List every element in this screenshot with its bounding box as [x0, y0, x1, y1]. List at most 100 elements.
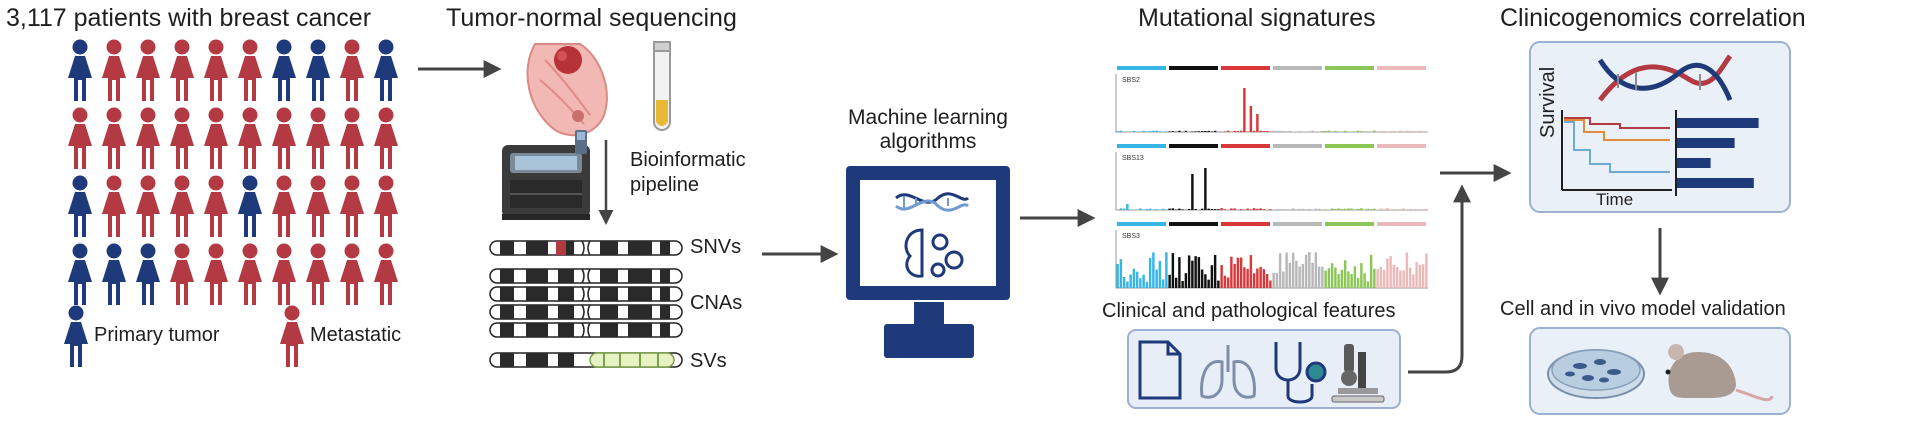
signature-bar [1386, 208, 1389, 210]
signature-bar [1184, 273, 1188, 288]
signature-bar [1194, 131, 1197, 132]
primary-tumor-patient-icon [68, 243, 92, 305]
signature-bar [1239, 209, 1243, 210]
signature-bar [1269, 209, 1272, 210]
signature-bar [1200, 208, 1204, 210]
signature-bar [1298, 131, 1301, 132]
signature-bar [1337, 273, 1340, 288]
signature-bar [1246, 208, 1249, 210]
signature-bar [1181, 209, 1184, 210]
signature-bar [1340, 131, 1344, 132]
signature-bar [1256, 268, 1259, 288]
metastatic-legend-icon [280, 305, 304, 367]
signature-panel-label: SBS3 [1122, 233, 1140, 240]
signature-bar [1148, 208, 1152, 210]
signature-bar [1139, 208, 1142, 210]
sv-chromosome [489, 352, 683, 368]
mutation-class-bar [1117, 144, 1166, 148]
metastatic-patient-icon [340, 107, 364, 169]
signature-bar [1425, 208, 1428, 210]
signature-bar [1314, 131, 1318, 132]
signature-bar [1259, 208, 1262, 210]
metastatic-patient-icon [374, 175, 398, 237]
signature-bar [1178, 257, 1181, 288]
signature-bar [1321, 266, 1324, 288]
signature-bar [1314, 252, 1318, 288]
brain-gears-icon [904, 228, 964, 278]
signature-bar [1272, 272, 1275, 288]
signature-bar [1418, 264, 1422, 288]
signature-bar [1226, 277, 1230, 288]
signature-bar [1412, 131, 1415, 132]
cohort-grid [68, 39, 398, 305]
signature-bar [1386, 258, 1389, 288]
signature-bar [1249, 106, 1253, 132]
signature-bar [1334, 130, 1337, 132]
signature-bar [1207, 208, 1210, 210]
signature-bar [1126, 204, 1129, 210]
signature-bar [1408, 130, 1412, 132]
signature-bar [1142, 130, 1145, 132]
signature-bar [1239, 130, 1243, 132]
signature-bar [1327, 130, 1331, 132]
validation-box [1529, 327, 1791, 415]
signature-bar [1256, 208, 1259, 210]
signature-bar [1324, 270, 1327, 288]
metastatic-patient-icon [238, 243, 262, 305]
metastatic-patient-icon [204, 175, 228, 237]
correlation-bar [1677, 118, 1759, 128]
signature-bar [1288, 209, 1292, 210]
signature-bar [1262, 269, 1266, 288]
signature-bar [1191, 174, 1194, 210]
primary-tumor-legend-label: Primary tumor [94, 324, 220, 346]
signature-bar [1343, 260, 1347, 288]
signature-bar [1161, 279, 1165, 288]
lungs-icon [1200, 345, 1256, 399]
signature-bar [1275, 272, 1279, 288]
metastatic-patient-icon [306, 107, 330, 169]
signature-bar [1223, 209, 1227, 210]
signature-bar [1246, 131, 1249, 132]
clinicogenomics-title: Clinicogenomics correlation [1500, 4, 1806, 32]
cna-chromosomes [489, 268, 683, 338]
signature-bar [1425, 253, 1428, 288]
signature-bar [1311, 262, 1314, 288]
signature-bar [1168, 131, 1171, 132]
metastatic-patient-icon [136, 107, 160, 169]
signature-bar [1210, 208, 1214, 210]
signature-bar [1402, 270, 1405, 288]
primary-tumor-legend-icon [64, 305, 88, 367]
metastatic-patient-icon [136, 175, 160, 237]
signature-bar [1285, 252, 1288, 288]
signature-bar [1298, 208, 1301, 210]
signature-bar [1152, 252, 1155, 288]
signature-bar [1369, 254, 1373, 288]
signature-bar [1412, 274, 1415, 288]
signature-bar [1129, 274, 1132, 288]
sequencer-icon [502, 130, 590, 220]
signature-bar [1360, 131, 1363, 132]
mutation-class-bar [1221, 144, 1270, 148]
signature-bar [1233, 208, 1236, 210]
signature-bar [1356, 130, 1360, 132]
signature-bar [1337, 208, 1340, 210]
signature-bar [1334, 208, 1337, 210]
signature-bar [1324, 209, 1327, 210]
signature-bar [1382, 130, 1386, 132]
signature-bar [1288, 130, 1292, 132]
blood-tube-illustration [653, 41, 671, 131]
signature-bar [1301, 208, 1305, 210]
dna-icon [895, 192, 970, 212]
signature-bar [1347, 131, 1350, 132]
signature-bar [1327, 268, 1331, 288]
signature-bar [1356, 208, 1360, 210]
signature-bar [1373, 130, 1376, 132]
signature-bar [1171, 131, 1175, 132]
signature-bar [1249, 209, 1253, 210]
signature-bar [1376, 209, 1379, 210]
signature-bar [1187, 208, 1191, 210]
metastatic-patient-icon [102, 175, 126, 237]
signature-bar [1194, 256, 1197, 288]
clinical-to-correlation-arrow [1408, 184, 1471, 374]
